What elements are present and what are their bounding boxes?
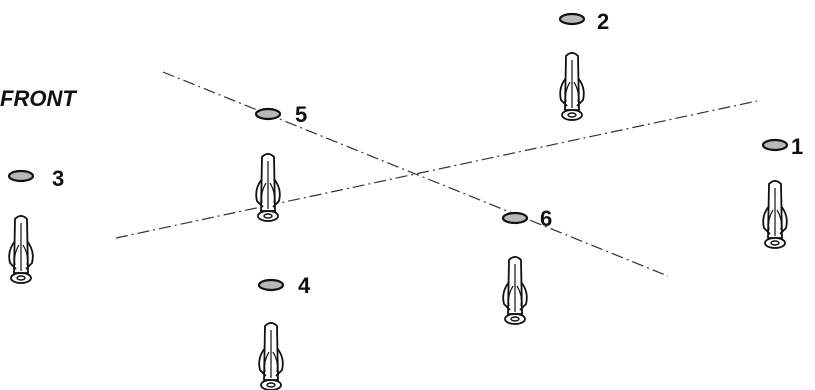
anchor-label-5: 5 — [295, 102, 307, 127]
anchor-label-2: 2 — [597, 9, 609, 34]
guide-line-diagonal — [162, 71, 669, 277]
anchor-label-6: 6 — [540, 206, 552, 231]
anchor-2: 2 — [558, 9, 609, 121]
anchor-4: 4 — [257, 273, 311, 390]
anchor-label-1: 1 — [791, 134, 803, 159]
anchor-3: 3 — [7, 166, 64, 284]
guide-line-cross — [115, 100, 758, 239]
anchor-6: 6 — [501, 206, 552, 325]
anchor-1: 1 — [761, 134, 803, 249]
anchor-label-4: 4 — [298, 273, 311, 298]
front-direction-label: FRONT — [0, 86, 77, 111]
anchor-5: 5 — [254, 102, 307, 222]
anchor-label-3: 3 — [52, 166, 64, 191]
